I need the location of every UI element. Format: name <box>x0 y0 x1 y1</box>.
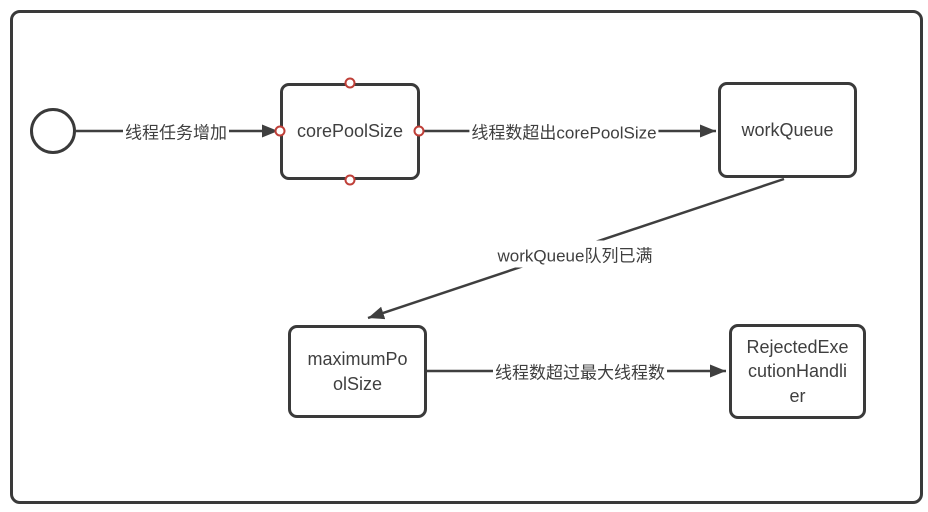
node-corepoolsize[interactable]: corePoolSize <box>280 83 420 180</box>
edge-label-exceeds-corepoolsize: 线程数超出corePoolSize <box>469 117 659 145</box>
node-workqueue-label: workQueue <box>741 119 834 140</box>
node-maximumpoolsize[interactable]: maximumPo olSize <box>288 325 427 418</box>
node-maximumpoolsize-label: maximumPo olSize <box>307 349 408 394</box>
node-rejectedexecutionhandler-label: RejectedExe cutionHandli er <box>746 337 849 406</box>
node-corepoolsize-label: corePoolSize <box>296 121 404 142</box>
connection-anchor-right[interactable] <box>413 125 425 137</box>
edge-label-thread-task-increase: 线程任务增加 <box>123 117 229 145</box>
connection-anchor-left[interactable] <box>274 125 286 137</box>
start-node-circle[interactable] <box>30 108 76 154</box>
node-workqueue[interactable]: workQueue <box>718 82 857 178</box>
node-rejectedexecutionhandler[interactable]: RejectedExe cutionHandli er <box>729 324 866 419</box>
connection-anchor-top[interactable] <box>344 77 356 89</box>
edge-label-exceeds-max-threads: 线程数超过最大线程数 <box>493 357 667 385</box>
connection-anchor-bottom[interactable] <box>344 174 356 186</box>
diagram-outer-frame <box>10 10 923 504</box>
edge-label-workqueue-full: workQueue队列已满 <box>495 240 655 268</box>
